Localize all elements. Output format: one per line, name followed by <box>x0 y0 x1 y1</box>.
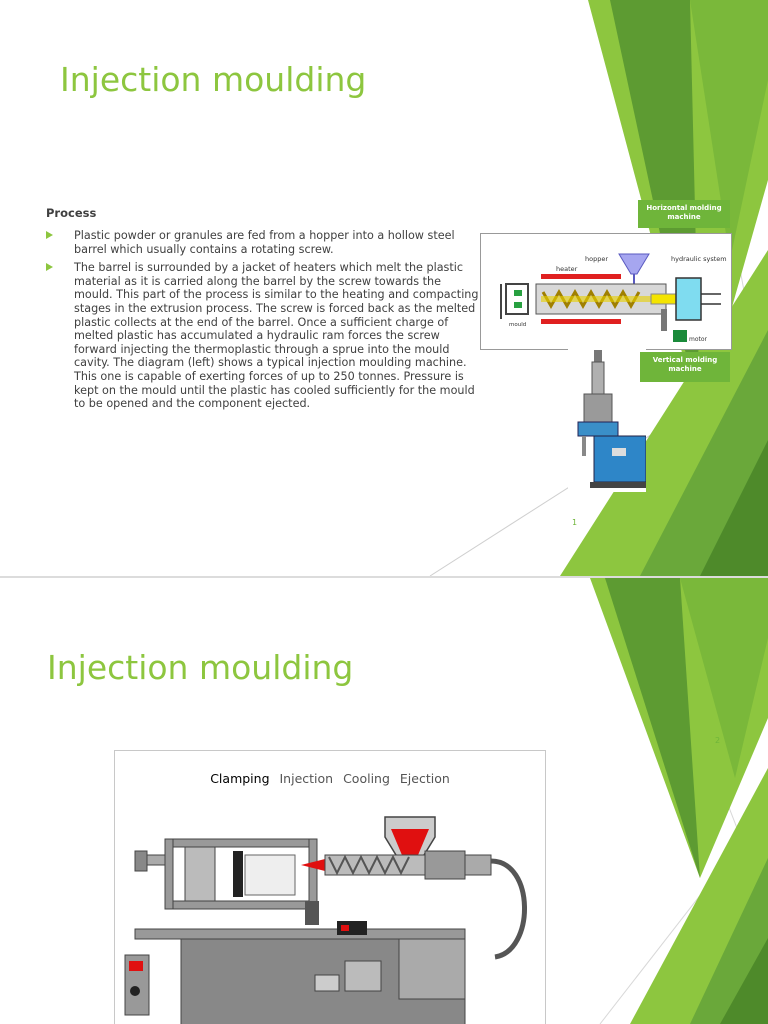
bullet-text: Plastic powder or granules are fed from … <box>74 229 455 256</box>
injection-machine-illustration <box>124 816 527 1024</box>
hopper-label: hopper <box>585 255 608 263</box>
process-heading: Process <box>46 206 97 220</box>
bullet-list: Plastic powder or granules are fed from … <box>46 229 480 416</box>
bullet-arrow-icon <box>46 263 53 272</box>
bullet-item: The barrel is surrounded by a jacket of … <box>46 261 480 411</box>
machine-diagram-illustration: hopper hydraulic system heater mould mot… <box>500 253 727 343</box>
bullet-text: The barrel is surrounded by a jacket of … <box>74 261 479 411</box>
horizontal-machine-diagram: hopper hydraulic system heater mould mot… <box>480 233 732 350</box>
slide-title: Injection moulding <box>47 648 354 687</box>
stage-cooling: Cooling <box>343 771 390 786</box>
hydraulic-label: hydraulic system <box>671 255 727 263</box>
stage-injection: Injection <box>279 771 334 786</box>
slide-1: Injection moulding Process Plastic powde… <box>0 0 768 576</box>
vertical-machine-photo <box>568 348 647 492</box>
page-number: 2 <box>715 736 721 745</box>
slide-2: Injection moulding 2 Clamping Injection … <box>0 578 768 1024</box>
bullet-arrow-icon <box>46 231 53 239</box>
stage-list: Clamping Injection Cooling Ejection <box>115 771 545 786</box>
mould-label: mould <box>509 322 526 328</box>
heater-label: heater <box>556 265 578 273</box>
stage-clamping: Clamping <box>210 771 270 786</box>
bullet-item: Plastic powder or granules are fed from … <box>46 229 480 256</box>
green-decoration <box>590 578 768 1024</box>
motor-label: motor <box>689 336 708 343</box>
stage-ejection: Ejection <box>399 771 450 786</box>
slide-title: Injection moulding <box>60 60 367 99</box>
vertical-machine-illustration <box>577 350 647 488</box>
injection-stages-animation: Clamping Injection Cooling Ejection <box>114 750 546 1024</box>
horizontal-machine-label: Horizontal molding machine <box>638 200 730 228</box>
page-number: 1 <box>572 518 578 527</box>
vertical-machine-label: Vertical molding machine <box>640 352 730 382</box>
